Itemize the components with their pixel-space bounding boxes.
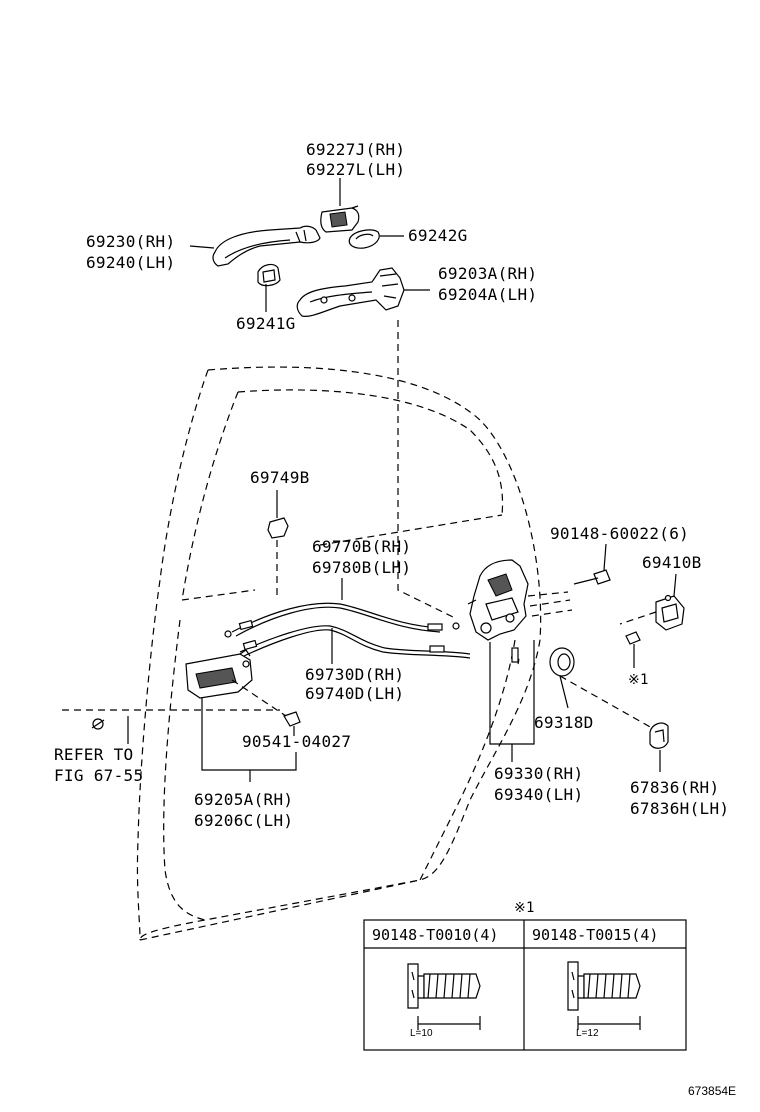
inside-handle-part bbox=[185, 649, 253, 699]
label-refer-to: REFER TO bbox=[54, 745, 134, 764]
screw-t0015-drawing bbox=[567, 961, 641, 1030]
label-69749B: 69749B bbox=[250, 468, 310, 487]
label-note1-table: ※1 bbox=[514, 900, 535, 916]
label-90541: 90541-04027 bbox=[242, 732, 352, 751]
outside-handle-part bbox=[212, 225, 321, 267]
label-67836H: 67836H(LH) bbox=[630, 799, 730, 818]
label-69206C: 69206C(LH) bbox=[194, 811, 294, 830]
leader-lines-top bbox=[189, 178, 404, 312]
table-header-t0010: 90148-T0010(4) bbox=[372, 926, 499, 944]
label-69730D: 69730D(RH) bbox=[305, 665, 405, 684]
label-69740D: 69740D(LH) bbox=[305, 684, 405, 703]
label-90148-60022: 90148-60022(6) bbox=[550, 524, 690, 543]
door-lock-part bbox=[467, 559, 529, 641]
screw-t0010-drawing bbox=[407, 963, 481, 1030]
figure-id: 673854E bbox=[688, 1084, 737, 1098]
label-69340: 69340(LH) bbox=[494, 785, 584, 804]
handle-cap-part bbox=[320, 205, 360, 233]
label-note1-striker: ※1 bbox=[628, 672, 649, 688]
label-69410B: 69410B bbox=[642, 553, 702, 572]
screw-60022-part bbox=[573, 543, 611, 585]
screw-spec-table bbox=[363, 919, 687, 1051]
refer-screw-part bbox=[62, 709, 280, 744]
striker-screw-part bbox=[625, 631, 641, 668]
lock-cover-part bbox=[559, 675, 669, 772]
label-69780B: 69780B(LH) bbox=[312, 558, 412, 577]
label-69227L: 69227L(LH) bbox=[306, 160, 406, 179]
screw-90541-part bbox=[231, 679, 301, 736]
control-cables-part bbox=[224, 578, 471, 664]
linkage-guide-line bbox=[397, 320, 456, 619]
label-refer-fig: FIG 67-55 bbox=[54, 766, 144, 785]
gasket-rear-part bbox=[348, 229, 380, 249]
table-header-t0015: 90148-T0015(4) bbox=[532, 926, 659, 944]
striker-part bbox=[619, 573, 685, 631]
label-69240: 69240(LH) bbox=[86, 253, 176, 272]
label-69330: 69330(RH) bbox=[494, 764, 584, 783]
label-69204A: 69204A(LH) bbox=[438, 285, 538, 304]
grommet-part bbox=[511, 647, 575, 709]
label-69227J: 69227J(RH) bbox=[306, 140, 406, 159]
gasket-front-part bbox=[257, 263, 281, 287]
label-69205A: 69205A(RH) bbox=[194, 790, 294, 809]
label-67836: 67836(RH) bbox=[630, 778, 720, 797]
label-69242G: 69242G bbox=[408, 226, 468, 245]
lock-screw-guides bbox=[527, 591, 573, 617]
label-69241G: 69241G bbox=[236, 314, 296, 333]
label-69770B: 69770B(RH) bbox=[312, 537, 412, 556]
cable-clip-part bbox=[267, 490, 289, 600]
handle-frame-part bbox=[296, 267, 430, 317]
label-69230: 69230(RH) bbox=[86, 232, 176, 251]
table-length-t0015: L=12 bbox=[576, 1028, 599, 1039]
inside-handle-bracket bbox=[201, 698, 297, 771]
label-69203A: 69203A(RH) bbox=[438, 264, 538, 283]
table-length-t0010: L=10 bbox=[410, 1028, 433, 1039]
door-outline bbox=[136, 366, 542, 941]
label-69318D: 69318D bbox=[534, 713, 594, 732]
